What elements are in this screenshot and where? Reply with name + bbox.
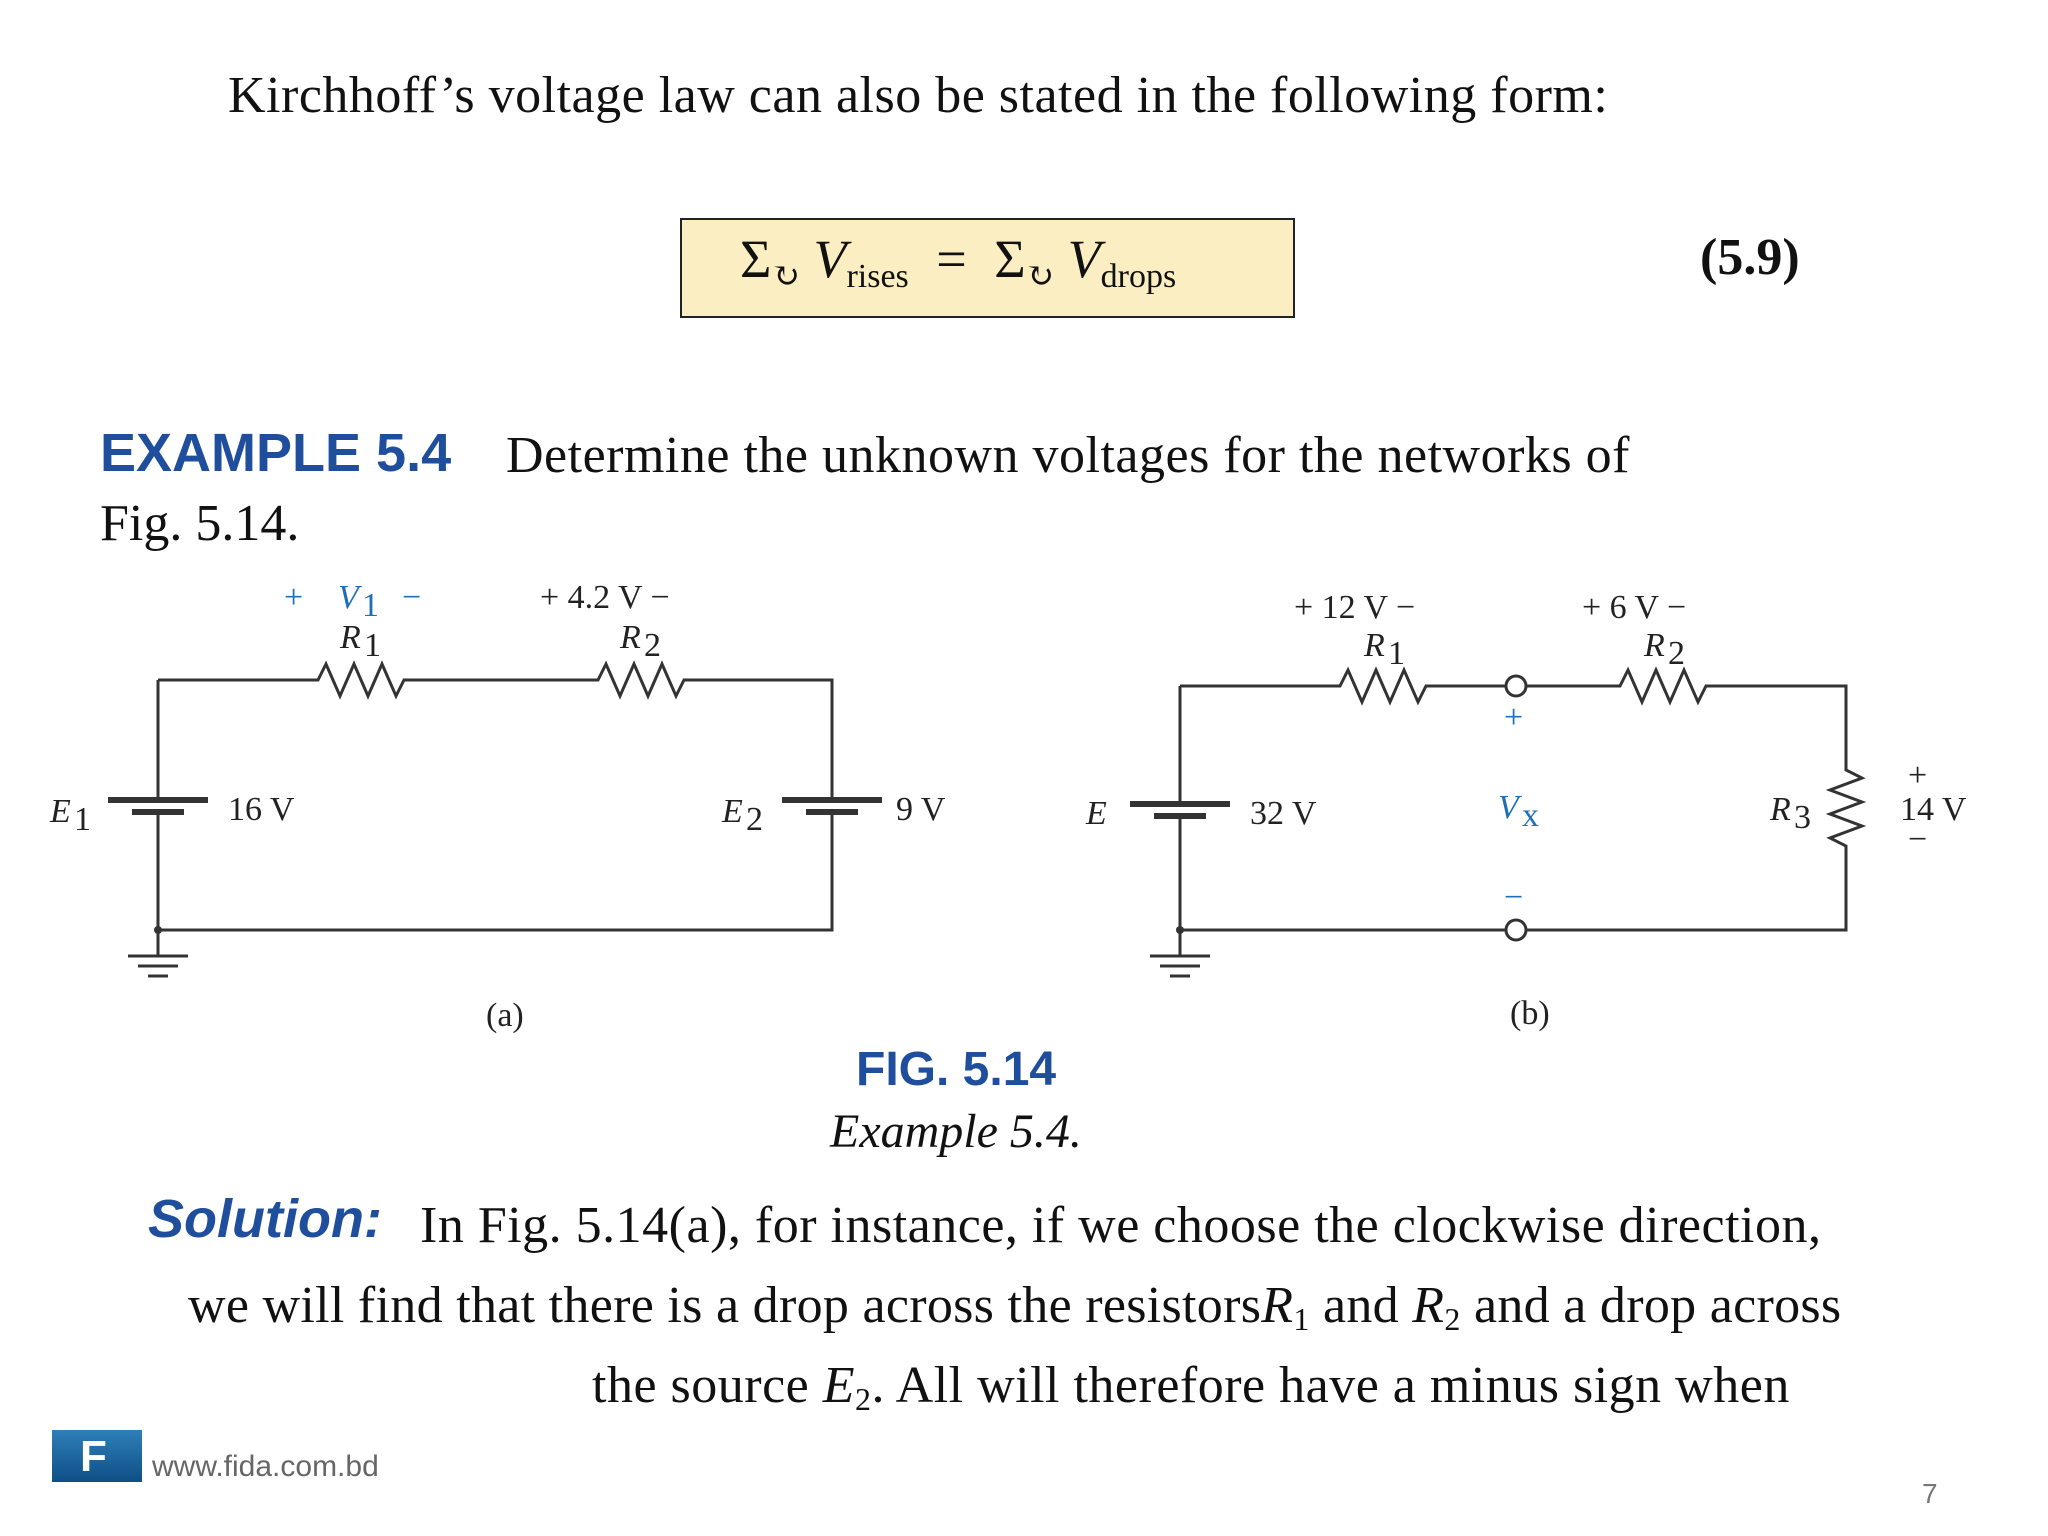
circuit-a-node bbox=[154, 926, 162, 934]
r2-b-voltage: + 6 V − bbox=[1582, 589, 1686, 626]
caption-b: (b) bbox=[1510, 995, 1550, 1032]
e2-value: 9 V bbox=[896, 791, 946, 828]
terminal-bottom bbox=[1504, 918, 1528, 942]
circuit-b-bottom-wire bbox=[1178, 816, 1506, 932]
e1-sub: 1 bbox=[74, 801, 91, 838]
formula-v-2: V bbox=[1067, 229, 1101, 289]
clockwise-icon-2: ↻ bbox=[1025, 258, 1055, 295]
e-label: E bbox=[1085, 795, 1107, 832]
solution-line2: we will find that there is a drop across… bbox=[188, 1276, 1841, 1338]
circuit-b-top-wire-2 bbox=[1526, 666, 1867, 932]
circuit-b-node bbox=[1176, 926, 1184, 934]
r3-sub: 3 bbox=[1794, 799, 1811, 836]
circuit-b bbox=[1130, 666, 1867, 978]
fida-logo: F bbox=[52, 1430, 142, 1482]
r3-plus: + bbox=[1908, 757, 1927, 794]
sigma-symbol: Σ bbox=[740, 229, 772, 289]
formula-equals: = bbox=[936, 229, 967, 289]
solution-line3-a: the source bbox=[592, 1357, 823, 1414]
terminal-top bbox=[1504, 674, 1528, 698]
solution-and: and bbox=[1309, 1277, 1413, 1334]
r2-b-sub: 2 bbox=[1668, 635, 1685, 672]
solution-line3-b: . All will therefore have a minus sign w… bbox=[871, 1357, 1790, 1414]
circuit-a-ground bbox=[128, 930, 188, 978]
circuit-a-left-wire-lower bbox=[156, 812, 834, 932]
r2-a-voltage: + 4.2 V − bbox=[540, 579, 670, 616]
r1-b-sub: 1 bbox=[1388, 635, 1405, 672]
caption-a: (a) bbox=[486, 997, 524, 1034]
r1-a-label: R bbox=[339, 619, 361, 656]
solution-r1: R bbox=[1261, 1277, 1294, 1334]
vx-sub: x bbox=[1522, 797, 1539, 834]
figure-label: FIG. 5.14 bbox=[856, 1043, 1057, 1096]
figure-caption: Example 5.4. bbox=[830, 1105, 1082, 1158]
solution-e2-sub: 2 bbox=[855, 1381, 872, 1417]
r2-a-sub: 2 bbox=[644, 627, 661, 664]
vx-label: V bbox=[1498, 789, 1523, 826]
solution-r1-sub: 1 bbox=[1293, 1301, 1310, 1337]
r1-b-label: R bbox=[1363, 627, 1385, 664]
equation-number: (5.9) bbox=[1700, 229, 1800, 286]
circuit-b-top-wire bbox=[1180, 666, 1506, 706]
r3-label: R bbox=[1769, 791, 1791, 828]
example-label: EXAMPLE 5.4 bbox=[100, 423, 452, 483]
e-value: 32 V bbox=[1250, 795, 1317, 832]
example-text-line2: Fig. 5.14. bbox=[100, 495, 300, 552]
solution-line3: the source E2. All will therefore have a… bbox=[592, 1356, 1790, 1418]
v1-label: V bbox=[338, 579, 363, 616]
formula-rises: rises bbox=[846, 258, 909, 295]
r2-a-label: R bbox=[619, 619, 641, 656]
v1-plus: + bbox=[284, 579, 303, 616]
vx-minus: − bbox=[1504, 879, 1523, 916]
e1-label: E bbox=[49, 793, 71, 830]
kvl-formula: Σ↻ Vrises = Σ↻ Vdrops bbox=[740, 228, 1176, 296]
e2-sub: 2 bbox=[746, 801, 763, 838]
vx-plus: + bbox=[1504, 699, 1523, 736]
solution-line1: In Fig. 5.14(a), for instance, if we cho… bbox=[420, 1197, 1822, 1254]
intro-text: Kirchhoff’s voltage law can also be stat… bbox=[228, 67, 1609, 124]
circuit-a bbox=[108, 660, 882, 978]
example-text-line1: Determine the unknown voltages for the n… bbox=[506, 427, 1630, 484]
solution-line2-a: we will find that there is a drop across… bbox=[188, 1277, 1262, 1334]
r1-b-voltage: + 12 V − bbox=[1294, 589, 1415, 626]
r1-a-sub: 1 bbox=[364, 627, 381, 664]
formula-v: V bbox=[813, 229, 847, 289]
formula-box bbox=[680, 218, 1295, 318]
circuit-figure: + V 1 − R 1 + 4.2 V − R 2 E 1 16 V E 2 9… bbox=[49, 579, 1967, 1034]
r3-minus: − bbox=[1908, 821, 1927, 858]
solution-r2: R bbox=[1412, 1277, 1445, 1334]
r2-b-label: R bbox=[1643, 627, 1665, 664]
e1-value: 16 V bbox=[228, 791, 295, 828]
solution-e2: E bbox=[822, 1357, 856, 1414]
r3-value: 14 V bbox=[1900, 791, 1967, 828]
e2-label: E bbox=[721, 793, 743, 830]
formula-drops: drops bbox=[1100, 258, 1177, 295]
circuit-a-top-wire bbox=[158, 660, 834, 786]
v1-minus: − bbox=[402, 579, 421, 616]
page-number: 7 bbox=[1922, 1478, 1938, 1509]
sigma-symbol-2: Σ bbox=[994, 229, 1026, 289]
solution-label: Solution: bbox=[148, 1189, 382, 1249]
logo-letter: F bbox=[80, 1432, 107, 1481]
solution-r2-sub: 2 bbox=[1444, 1301, 1461, 1337]
clockwise-icon: ↻ bbox=[771, 258, 800, 295]
solution-line2-b: and a drop across bbox=[1460, 1277, 1842, 1334]
v1-sub: 1 bbox=[362, 587, 379, 624]
circuit-b-ground bbox=[1150, 930, 1210, 978]
footer-url: www.fida.com.bd bbox=[152, 1450, 379, 1483]
